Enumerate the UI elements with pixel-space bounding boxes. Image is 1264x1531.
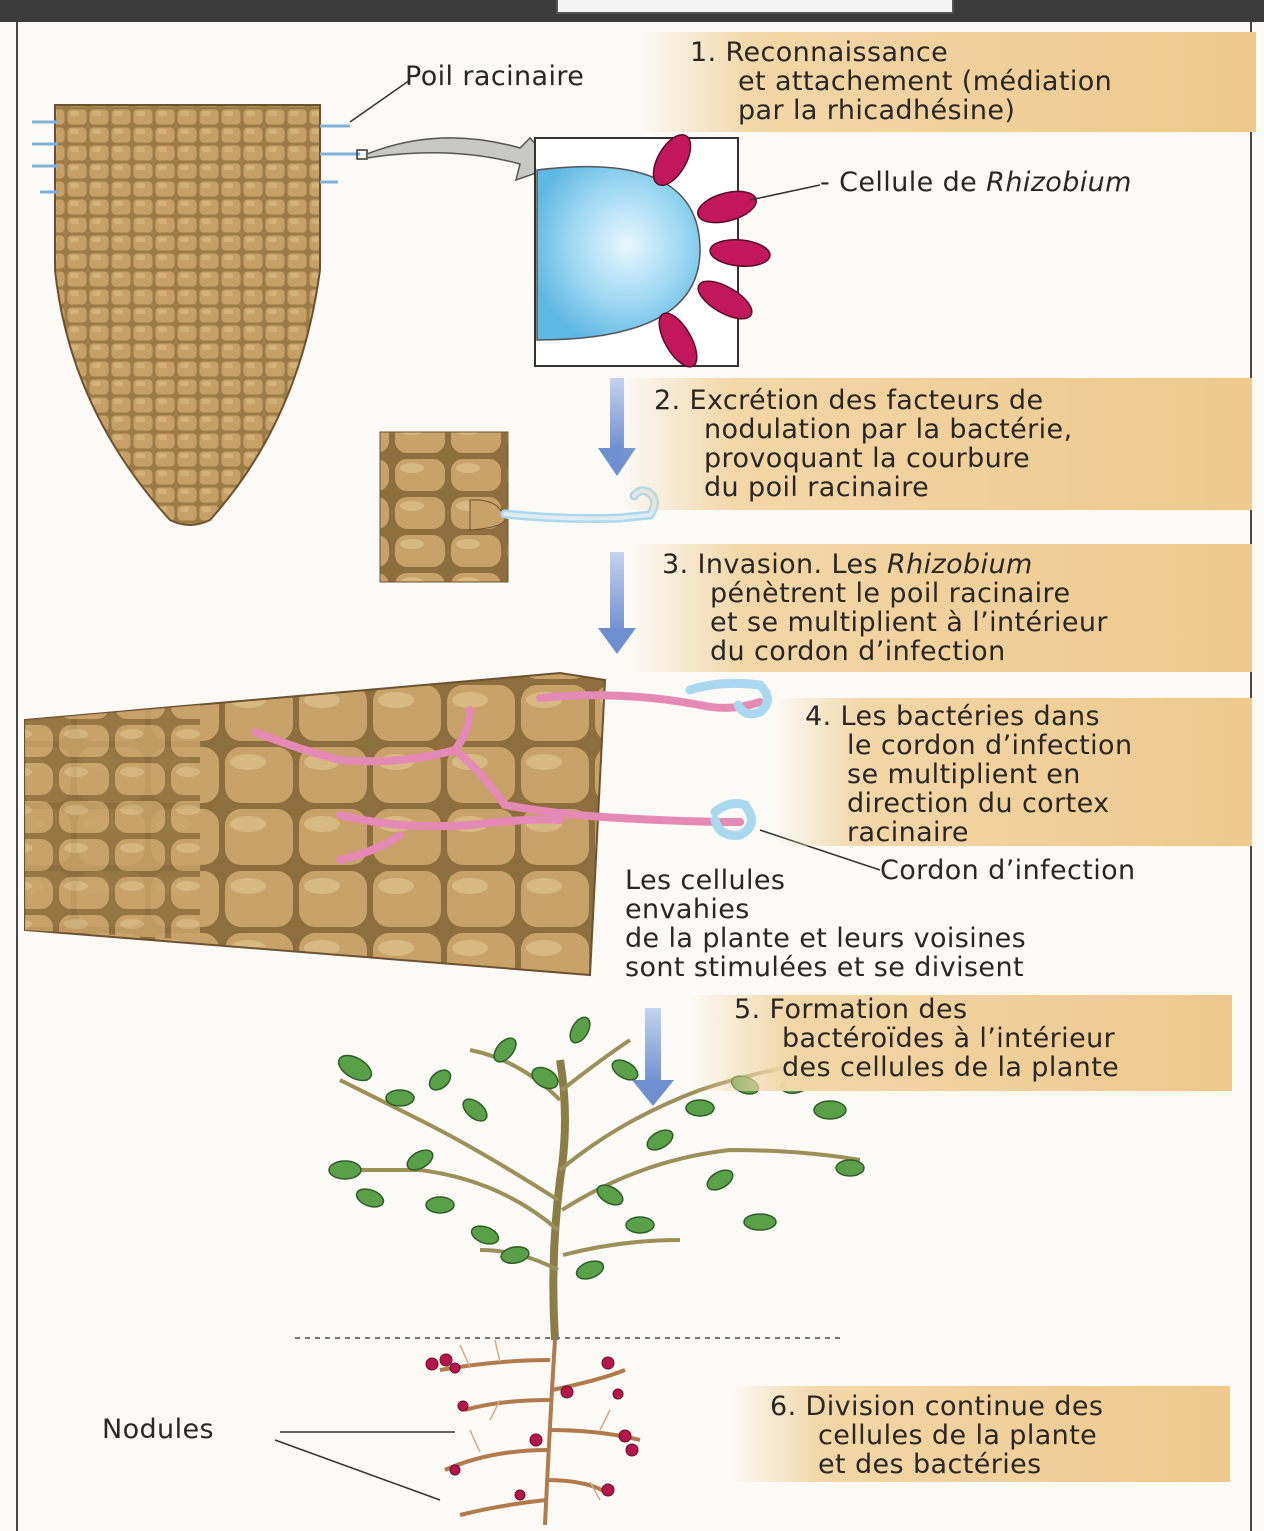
step-1-line-3: par la rhicadhésine) — [690, 96, 1256, 125]
step-5-line-3: des cellules de la plante — [734, 1053, 1232, 1082]
step-3-callout: 3. Invasion. Les Rhizobium pénètrent le … — [630, 544, 1252, 672]
step-3-prefix: 3. Invasion. Les — [662, 549, 887, 580]
step-4-line-5: racinaire — [805, 818, 1252, 847]
label-cellule-rhizobium: - Cellule de Rhizobium — [820, 168, 1132, 197]
step-1-callout: 1. Reconnaissance et attachement (médiat… — [640, 32, 1256, 132]
zoom-arrow — [367, 138, 556, 180]
root-tip — [32, 80, 410, 525]
envahies-line-3: de la plante et leurs voisines — [625, 924, 1026, 953]
rhizobium-inset — [535, 129, 820, 373]
label-cellules-envahies: Les cellules envahies de la plante et le… — [625, 866, 1026, 982]
step-2-line-3: provoquant la courbure — [654, 444, 1252, 473]
step-3-line-3: et se multiplient à l’intérieur — [662, 608, 1252, 637]
step-4-line-4: direction du cortex — [805, 789, 1252, 818]
label-nodules: Nodules — [102, 1415, 214, 1444]
step-1-line-2: et attachement (médiation — [690, 67, 1256, 96]
envahies-line-2: envahies — [625, 895, 1026, 924]
step-4-line-1: 4. Les bactéries dans — [805, 702, 1252, 731]
step-5-line-1: 5. Formation des — [734, 995, 1232, 1024]
envahies-line-4: sont stimulées et se divisent — [625, 953, 1026, 982]
step-2-line-4: du poil racinaire — [654, 473, 1252, 502]
step-3-line-4: du cordon d’infection — [662, 637, 1252, 666]
label-cellule-prefix: - — [820, 167, 839, 198]
step-5-callout: 5. Formation des bactéroïdes à l’intérie… — [690, 995, 1232, 1091]
step-4-line-3: se multiplient en — [805, 760, 1252, 789]
step-2-line-2: nodulation par la bactérie, — [654, 415, 1252, 444]
step-1-line-1: 1. Reconnaissance — [690, 38, 1256, 67]
step-6-line-1: 6. Division continue des — [770, 1392, 1230, 1421]
label-cellule-italic: Rhizobium — [986, 167, 1132, 198]
step-3-italic: Rhizobium — [887, 549, 1033, 580]
step-3-line-2: pénètrent le poil racinaire — [662, 579, 1252, 608]
step-3-line-1: 3. Invasion. Les Rhizobium — [662, 550, 1252, 579]
label-poil-racinaire: Poil racinaire — [405, 62, 584, 91]
nodules-leaders — [275, 1432, 455, 1500]
arrow-3 — [632, 1008, 674, 1106]
step-4-callout: 4. Les bactéries dans le cordon d’infect… — [775, 698, 1252, 846]
step-6-line-3: et des bactéries — [770, 1450, 1230, 1479]
step-2-callout: 2. Excrétion des facteurs de nodulation … — [620, 378, 1252, 510]
step-2-line-1: 2. Excrétion des facteurs de — [654, 386, 1252, 415]
step-6-callout: 6. Division continue des cellules de la … — [730, 1386, 1230, 1482]
step-4-line-2: le cordon d’infection — [805, 731, 1252, 760]
label-cellule-text: Cellule de — [839, 167, 986, 198]
step-6-line-2: cellules de la plante — [770, 1421, 1230, 1450]
envahies-line-1: Les cellules — [625, 866, 1026, 895]
step-5-line-2: bactéroïdes à l’intérieur — [734, 1024, 1232, 1053]
